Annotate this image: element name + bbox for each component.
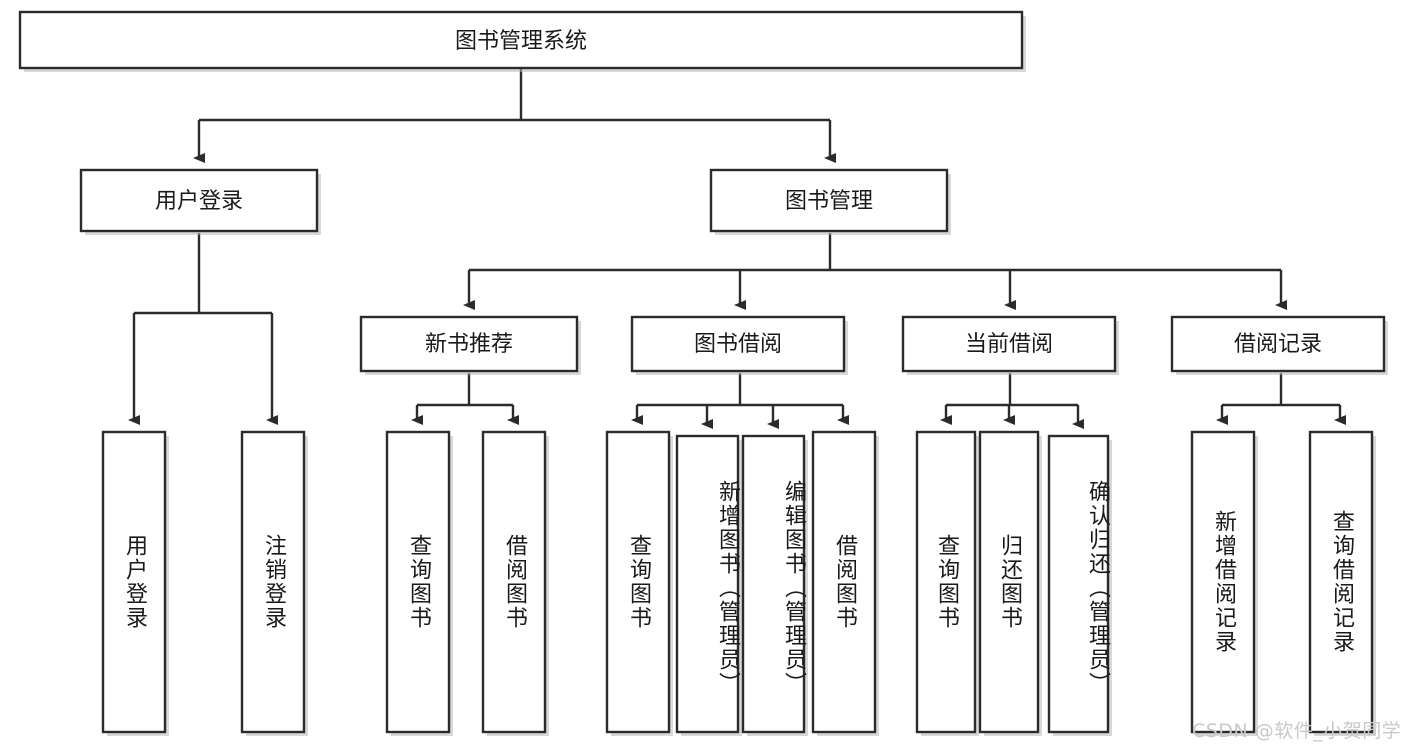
- node-leaf-book-borrow-3[interactable]: [741, 434, 808, 736]
- node-root[interactable]: 图书管理系统: [18, 10, 1026, 72]
- node-new-book-recommend[interactable]: 新书推荐: [359, 315, 581, 375]
- node-leaf-borrow-records-1[interactable]: [1190, 430, 1258, 736]
- node-user-login[interactable]: 用户登录: [79, 168, 321, 235]
- node-book-mgmt-label: 图书管理: [785, 189, 873, 214]
- node-book-mgmt[interactable]: 图书管理: [709, 168, 951, 235]
- node-borrow-records-label: 借阅记录: [1234, 332, 1322, 357]
- node-user-login-label: 用户登录: [155, 189, 243, 214]
- node-current-borrow[interactable]: 当前借阅: [901, 315, 1119, 375]
- node-leaf-new-book-1[interactable]: [385, 430, 453, 736]
- node-current-borrow-label: 当前借阅: [965, 332, 1053, 357]
- connector-group-user-login: [128, 233, 278, 425]
- node-leaf-current-borrow-3[interactable]: [1047, 434, 1112, 736]
- node-leaf-user-login-1[interactable]: [101, 430, 169, 736]
- connector-group-book-mgmt: [463, 233, 1287, 310]
- node-book-borrow-label: 图书借阅: [694, 332, 782, 357]
- node-leaf-current-borrow-1[interactable]: [915, 430, 979, 736]
- connector-group-root: [193, 68, 836, 163]
- csdn-watermark: CSDN @软件_小贺同学: [1192, 720, 1402, 742]
- connector-group-book-borrow: [631, 373, 849, 429]
- node-leaf-new-book-2[interactable]: [481, 430, 549, 736]
- node-new-book-recommend-label: 新书推荐: [425, 332, 513, 357]
- node-root-label: 图书管理系统: [455, 29, 587, 54]
- node-leaf-book-borrow-1[interactable]: [605, 430, 673, 736]
- connector-group-new-book: [411, 373, 519, 425]
- node-borrow-records[interactable]: 借阅记录: [1170, 315, 1388, 375]
- node-leaf-book-borrow-2[interactable]: [675, 434, 742, 736]
- node-leaf-current-borrow-2[interactable]: [978, 430, 1042, 736]
- node-leaf-book-borrow-4[interactable]: [811, 430, 879, 736]
- node-book-borrow[interactable]: 图书借阅: [630, 315, 848, 375]
- node-leaf-user-login-2[interactable]: [240, 430, 308, 736]
- connector-group-borrow-records: [1216, 373, 1346, 425]
- connector-group-current-borrow: [940, 373, 1084, 429]
- node-leaf-borrow-records-2[interactable]: [1308, 430, 1376, 736]
